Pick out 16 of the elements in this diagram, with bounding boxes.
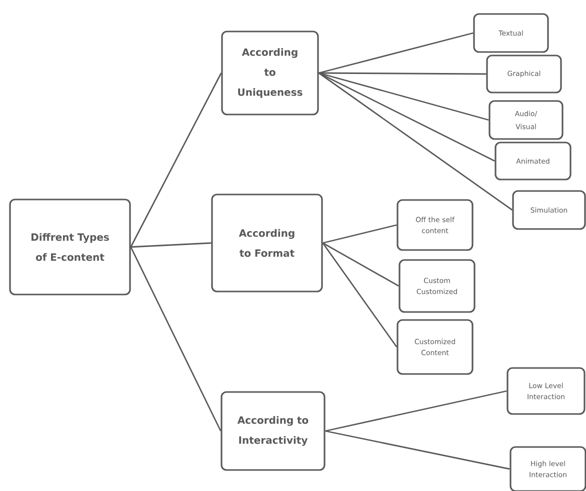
connector-line bbox=[318, 72, 513, 211]
connector-line bbox=[130, 242, 212, 248]
connector-line bbox=[322, 242, 398, 348]
connector-line bbox=[325, 430, 510, 470]
connector-line bbox=[322, 224, 397, 244]
connector-line bbox=[325, 390, 507, 432]
connector-line bbox=[322, 242, 400, 287]
connector-line bbox=[130, 246, 222, 432]
connector-line bbox=[130, 72, 222, 248]
connector-line bbox=[318, 32, 474, 74]
connector-line bbox=[318, 72, 489, 121]
category-box: According to Uniqueness bbox=[221, 30, 319, 116]
connector-line bbox=[318, 72, 486, 75]
category-box: According to Format bbox=[211, 194, 323, 292]
root-box: Diffrent Types of E-content bbox=[9, 198, 131, 296]
category-box: According to Interactivity bbox=[220, 391, 326, 471]
